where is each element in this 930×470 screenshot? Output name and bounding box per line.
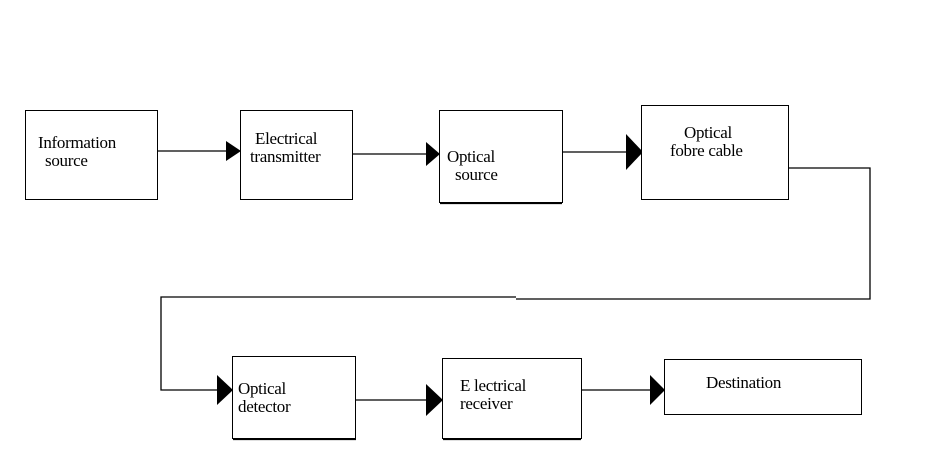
arrowhead-to-detector bbox=[217, 375, 233, 405]
label-line: Electrical bbox=[255, 129, 318, 148]
arrowhead-to-receiver bbox=[426, 384, 443, 416]
label-line: Optical bbox=[447, 147, 495, 166]
label-line: fobre cable bbox=[670, 141, 743, 160]
label-information-source: Information source bbox=[38, 134, 116, 170]
block-electrical-receiver bbox=[442, 358, 582, 439]
wire-return-to-detector bbox=[160, 296, 516, 391]
label-line: transmitter bbox=[250, 147, 321, 166]
label-line: source bbox=[455, 165, 498, 184]
arrowhead-to-optical-source bbox=[426, 142, 440, 166]
block-optical-fibre-cable bbox=[641, 105, 789, 200]
label-line: detector bbox=[238, 397, 291, 416]
label-line: E lectrical bbox=[460, 376, 527, 395]
block-electrical-transmitter bbox=[240, 110, 353, 200]
label-line: source bbox=[45, 151, 88, 170]
label-optical-detector: Optical detector bbox=[238, 379, 291, 416]
arrowhead-to-destination bbox=[650, 375, 665, 405]
label-electrical-transmitter: Electrical transmitter bbox=[250, 129, 321, 166]
arrowhead-to-transmitter bbox=[226, 141, 241, 161]
block-destination bbox=[664, 359, 862, 415]
block-optical-detector bbox=[232, 356, 356, 439]
label-destination: Destination bbox=[706, 374, 781, 392]
label-line: Destination bbox=[706, 373, 782, 392]
wire-fibre-return-path bbox=[516, 167, 871, 300]
label-electrical-receiver: E lectrical receiver bbox=[460, 377, 526, 413]
label-line: Optical bbox=[238, 379, 286, 398]
label-optical-source: Optical source bbox=[447, 148, 498, 184]
label-line: Optical bbox=[684, 123, 732, 142]
block-optical-source bbox=[439, 110, 563, 203]
label-line: Information bbox=[38, 133, 116, 152]
label-line: receiver bbox=[460, 394, 513, 413]
arrowhead-to-fibre bbox=[626, 134, 643, 170]
label-optical-fibre-cable: Optical fobre cable bbox=[670, 124, 743, 160]
block-information-source bbox=[25, 110, 158, 200]
